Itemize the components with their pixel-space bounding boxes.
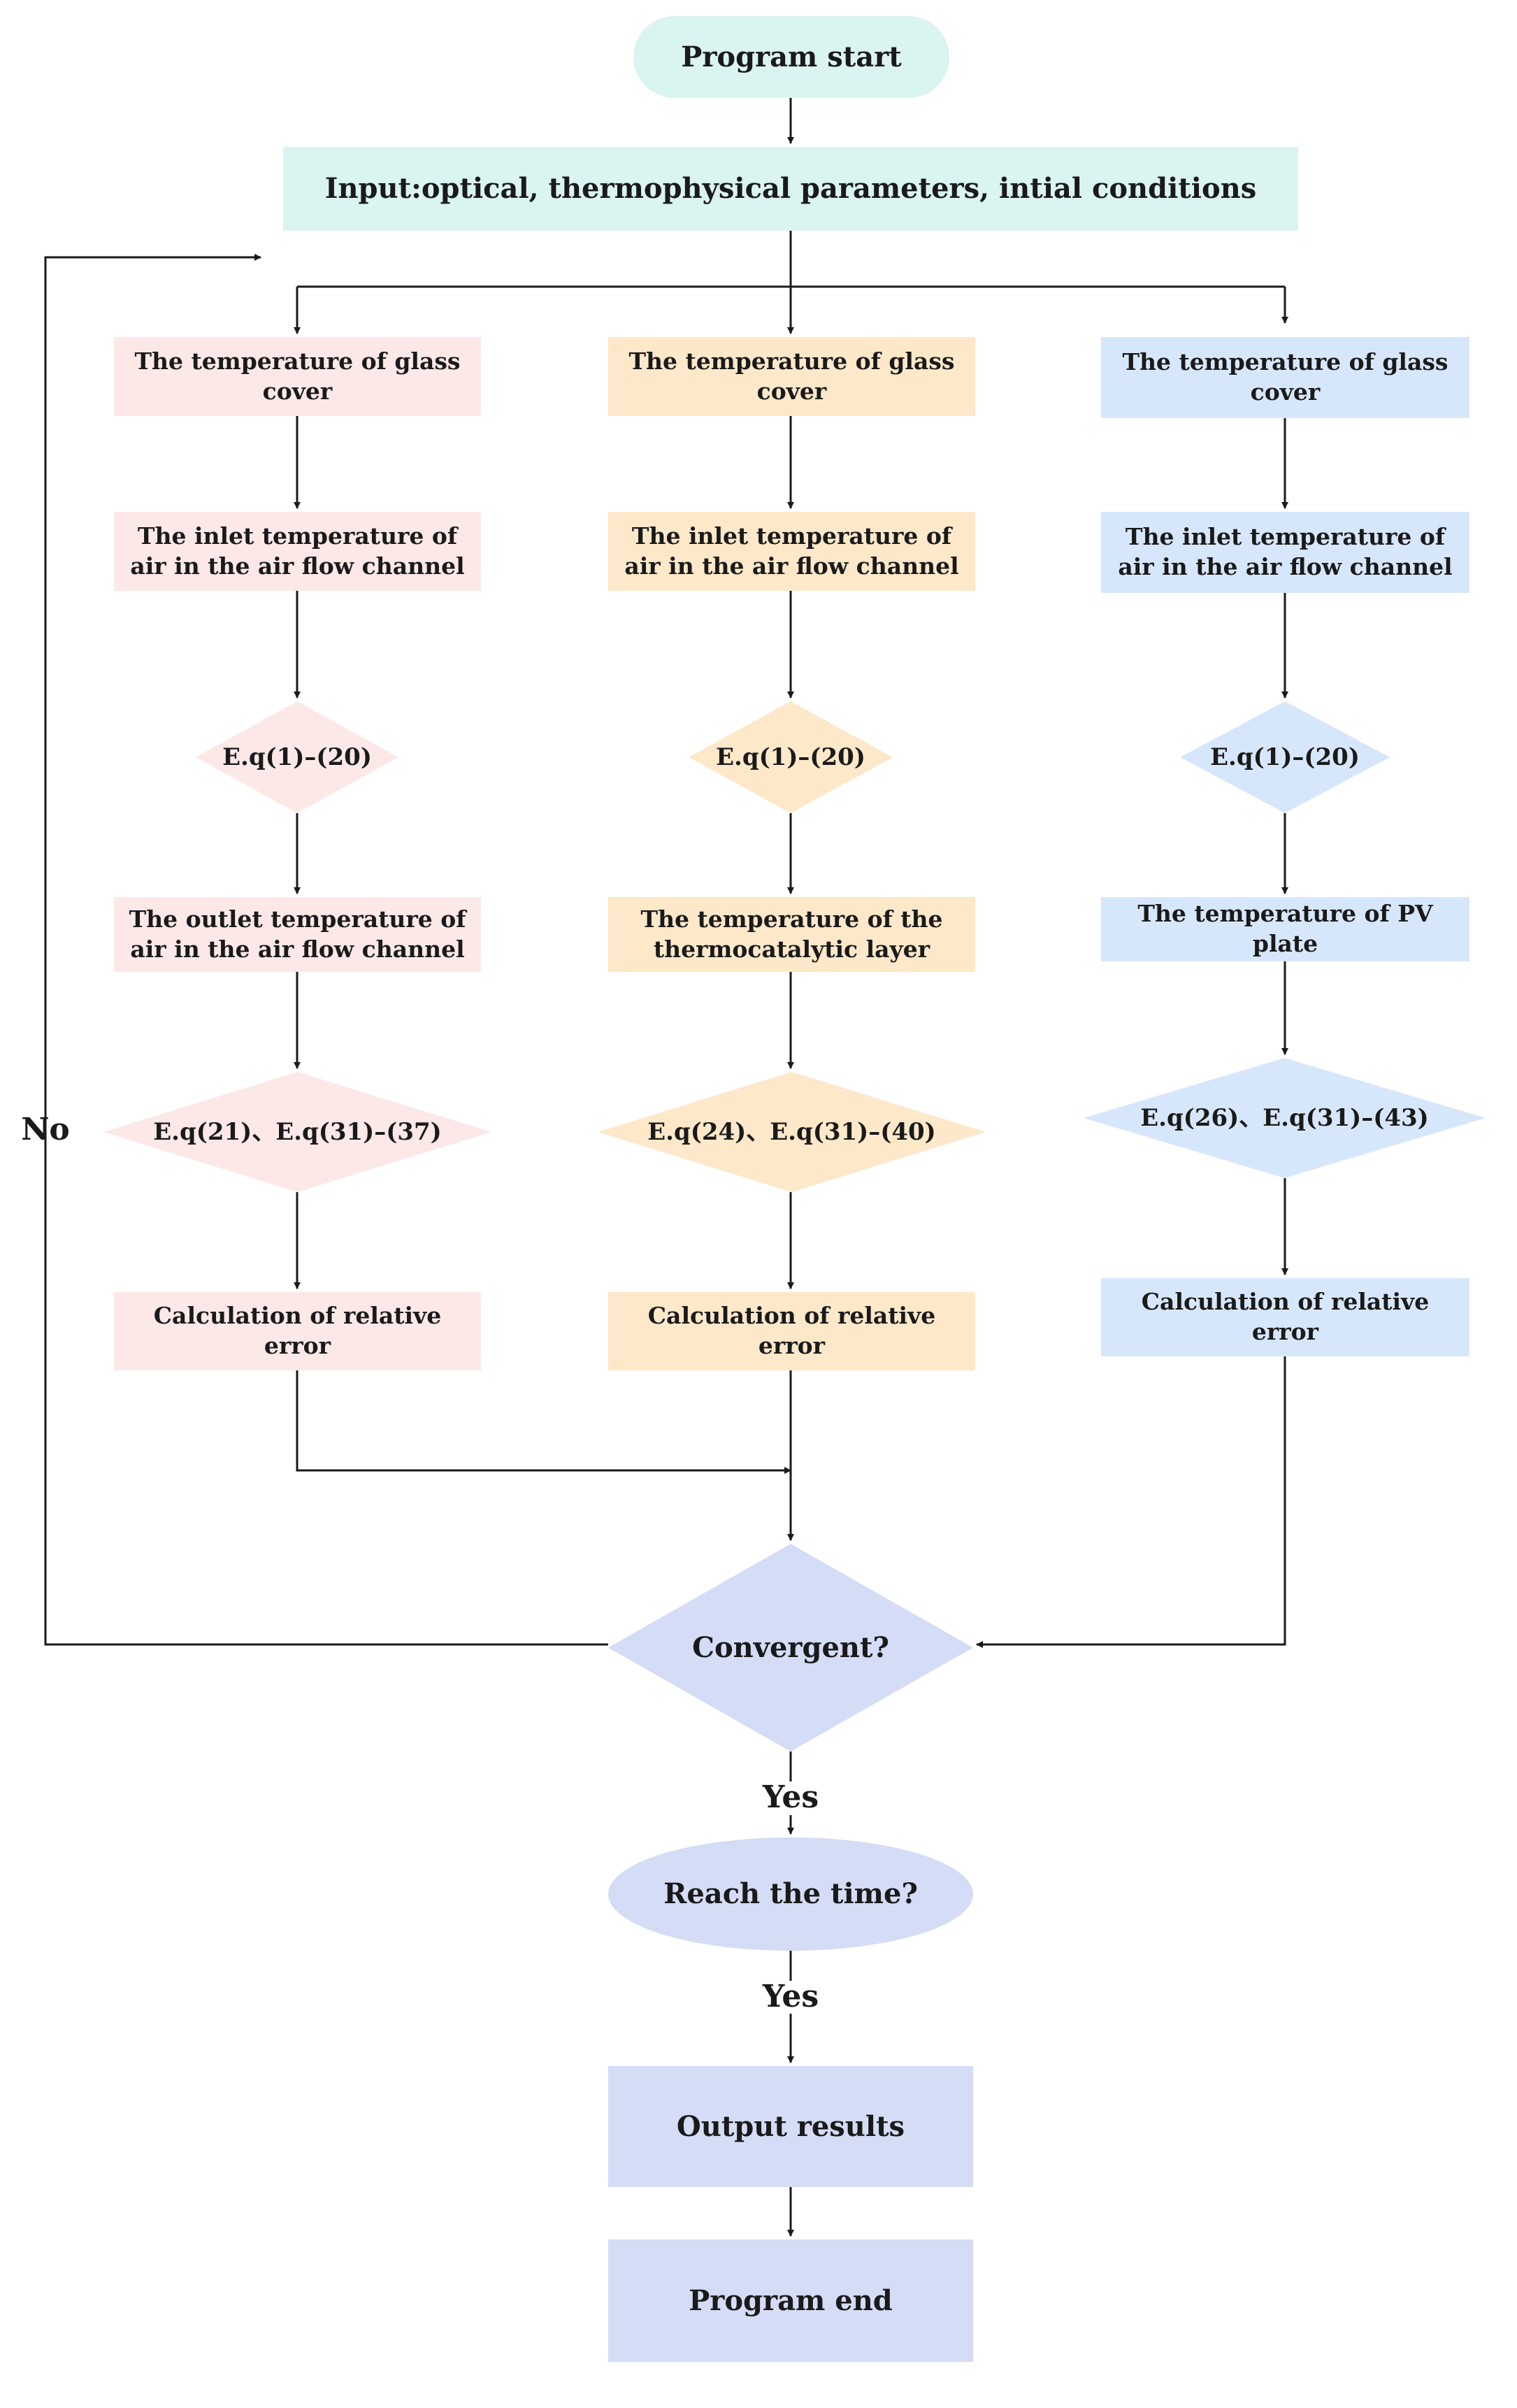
program-start-node: Program start: [633, 16, 949, 98]
col3-eq2-label: E.q(26)、E.q(31)–(43): [1140, 1103, 1429, 1132]
col3-error-node: Calculation of relative error: [1101, 1278, 1469, 1356]
col3-eq1-label: E.q(1)–(20): [1210, 743, 1360, 771]
yes-label-convergent: Yes: [762, 1779, 819, 1815]
col2-error-node: Calculation of relative error: [608, 1292, 975, 1370]
col2-eq1-label: E.q(1)–(20): [716, 743, 865, 771]
output-results-label: Output results: [676, 2109, 905, 2143]
col1-glass-label: The temperature of glass cover: [134, 347, 461, 405]
col1-outlet-node: The outlet temperature of air in the air…: [114, 897, 481, 972]
col3-pv-node: The temperature of PV plate: [1101, 897, 1469, 961]
col3-inlet-label: The inlet temperature of air in the air …: [1118, 523, 1453, 580]
input-label: Input:optical, thermophysical parameters…: [324, 172, 1257, 205]
program-start-label: Program start: [681, 40, 902, 73]
col1-outlet-label: The outlet temperature of air in the air…: [129, 905, 466, 963]
arrow-no-loop: [44, 254, 608, 1646]
col2-inlet-node: The inlet temperature of air in the air …: [608, 512, 975, 591]
col2-inlet-label: The inlet temperature of air in the air …: [624, 522, 959, 580]
program-end-node: Program end: [608, 2239, 973, 2362]
col1-error-label: Calculation of relative error: [153, 1302, 442, 1359]
col1-inlet-node: The inlet temperature of air in the air …: [114, 512, 481, 591]
reach-time-decision: Reach the time?: [608, 1837, 973, 1951]
col2-error-label: Calculation of relative error: [647, 1302, 936, 1359]
col2-layer-node: The temperature of the thermocatalytic l…: [608, 897, 975, 972]
input-node: Input:optical, thermophysical parameters…: [283, 147, 1298, 231]
program-end-label: Program end: [689, 2284, 893, 2317]
output-results-node: Output results: [608, 2066, 973, 2187]
col3-inlet-node: The inlet temperature of air in the air …: [1101, 512, 1469, 593]
col2-layer-label: The temperature of the thermocatalytic l…: [640, 905, 943, 963]
yes-label-reach: Yes: [762, 1978, 819, 2014]
col3-glass-label: The temperature of glass cover: [1122, 348, 1448, 406]
arrow-col1-error-merge: [296, 1370, 791, 1474]
col1-error-node: Calculation of relative error: [114, 1292, 481, 1370]
arrow-col3-error-convergent: [976, 1356, 1286, 1648]
col3-pv-label: The temperature of PV plate: [1137, 900, 1433, 957]
col2-eq2-label: E.q(24)、E.q(31)–(40): [647, 1117, 936, 1146]
reach-time-label: Reach the time?: [663, 1877, 918, 1910]
col1-eq1-label: E.q(1)–(20): [222, 743, 372, 771]
col3-glass-node: The temperature of glass cover: [1101, 337, 1469, 418]
col1-glass-node: The temperature of glass cover: [114, 337, 481, 416]
col1-inlet-label: The inlet temperature of air in the air …: [130, 522, 465, 580]
col3-error-label: Calculation of relative error: [1141, 1288, 1430, 1345]
no-label: No: [21, 1111, 70, 1147]
convergent-label: Convergent?: [692, 1631, 889, 1664]
col1-eq2-label: E.q(21)、E.q(31)–(37): [153, 1117, 442, 1146]
col2-glass-label: The temperature of glass cover: [628, 347, 955, 405]
col2-glass-node: The temperature of glass cover: [608, 337, 975, 416]
